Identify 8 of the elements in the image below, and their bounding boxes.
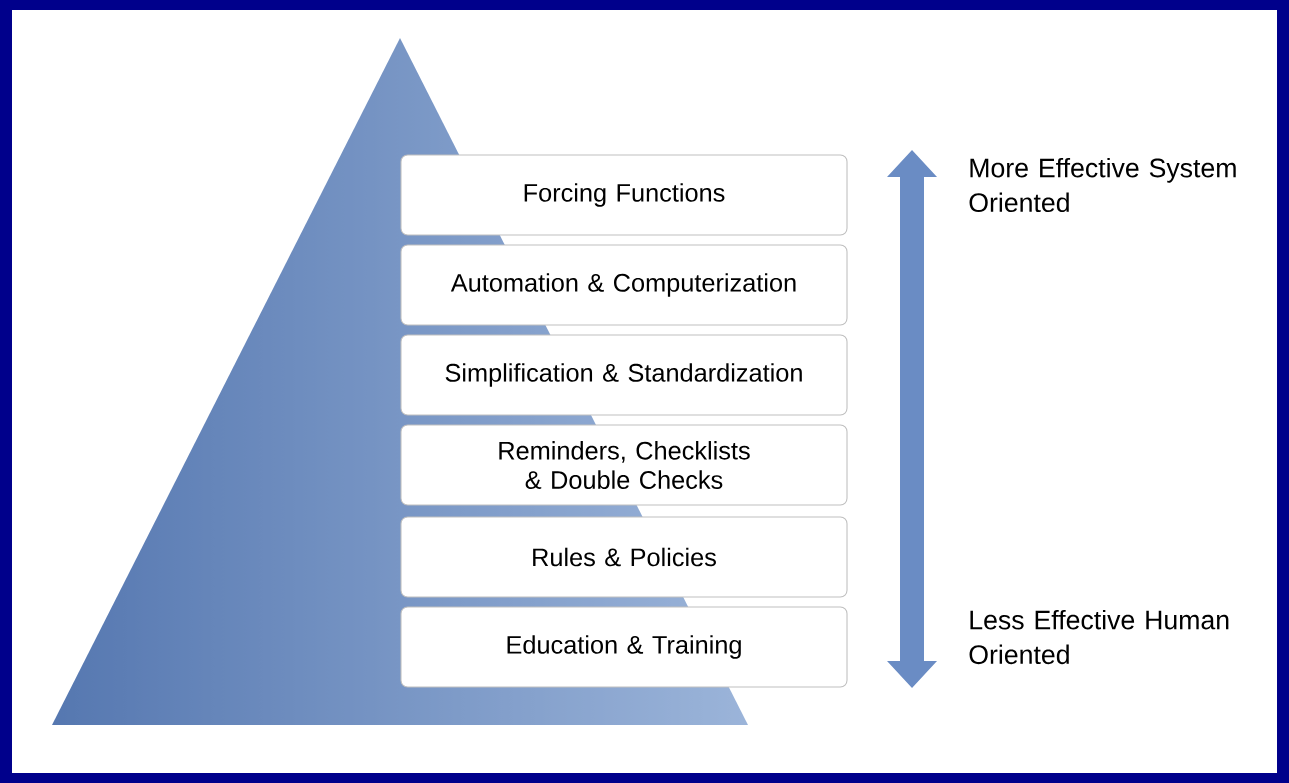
layer-box: Reminders, Checklists & Double Checks xyxy=(400,424,848,506)
layer-box: Simplification & Standardization xyxy=(400,334,848,416)
layer-box: Education & Training xyxy=(400,606,848,688)
scale-label: More Effective System Oriented xyxy=(969,157,1236,213)
scale-label: Less Effective Human Oriented xyxy=(969,609,1229,665)
layer-box: Automation & Computerization xyxy=(400,244,848,326)
layer-box: Rules & Policies xyxy=(400,516,848,598)
layer-box: Forcing Functions xyxy=(400,154,848,236)
